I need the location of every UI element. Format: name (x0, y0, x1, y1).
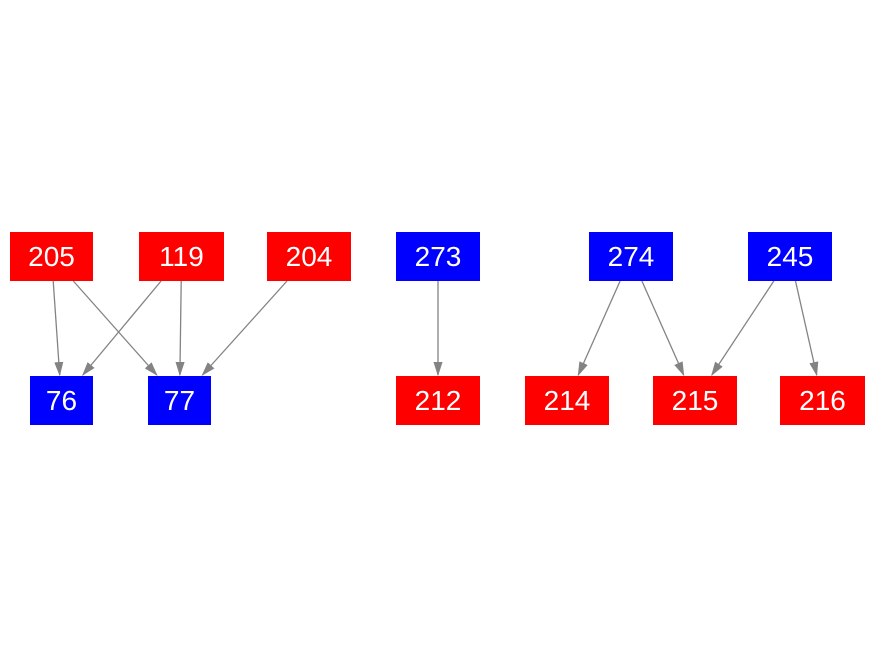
edge-274-215 (641, 280, 685, 377)
node-245[interactable]: 245 (748, 232, 832, 281)
node-label: 76 (45, 384, 78, 416)
node-label: 245 (766, 240, 814, 272)
edge-245-216 (794, 280, 819, 377)
node-label: 216 (799, 384, 846, 416)
edge-group (52, 280, 819, 377)
node-212[interactable]: 212 (396, 376, 480, 425)
edge-204-77 (201, 280, 288, 376)
node-214[interactable]: 214 (525, 376, 609, 425)
node-216[interactable]: 216 (780, 376, 865, 425)
edge-205-77 (72, 280, 158, 376)
node-label: 212 (414, 384, 462, 416)
node-label: 274 (607, 240, 655, 272)
node-119[interactable]: 119 (139, 232, 224, 281)
node-label: 77 (163, 384, 196, 416)
node-77[interactable]: 77 (148, 376, 211, 425)
node-274[interactable]: 274 (589, 232, 673, 281)
node-label: 119 (159, 240, 204, 272)
edge-274-214 (577, 280, 621, 377)
node-label: 205 (28, 240, 75, 272)
node-273[interactable]: 273 (396, 232, 480, 281)
edge-205-76 (52, 280, 64, 377)
node-label: 214 (543, 384, 591, 416)
edge-245-215 (711, 280, 775, 377)
node-76[interactable]: 76 (30, 376, 93, 425)
node-215[interactable]: 215 (653, 376, 737, 425)
edge-119-76 (81, 280, 162, 376)
node-205[interactable]: 205 (10, 232, 93, 281)
node-label: 204 (285, 240, 333, 272)
node-label: 273 (414, 240, 462, 272)
edge-119-77 (175, 280, 185, 377)
node-204[interactable]: 204 (267, 232, 351, 281)
node-label: 215 (671, 384, 719, 416)
